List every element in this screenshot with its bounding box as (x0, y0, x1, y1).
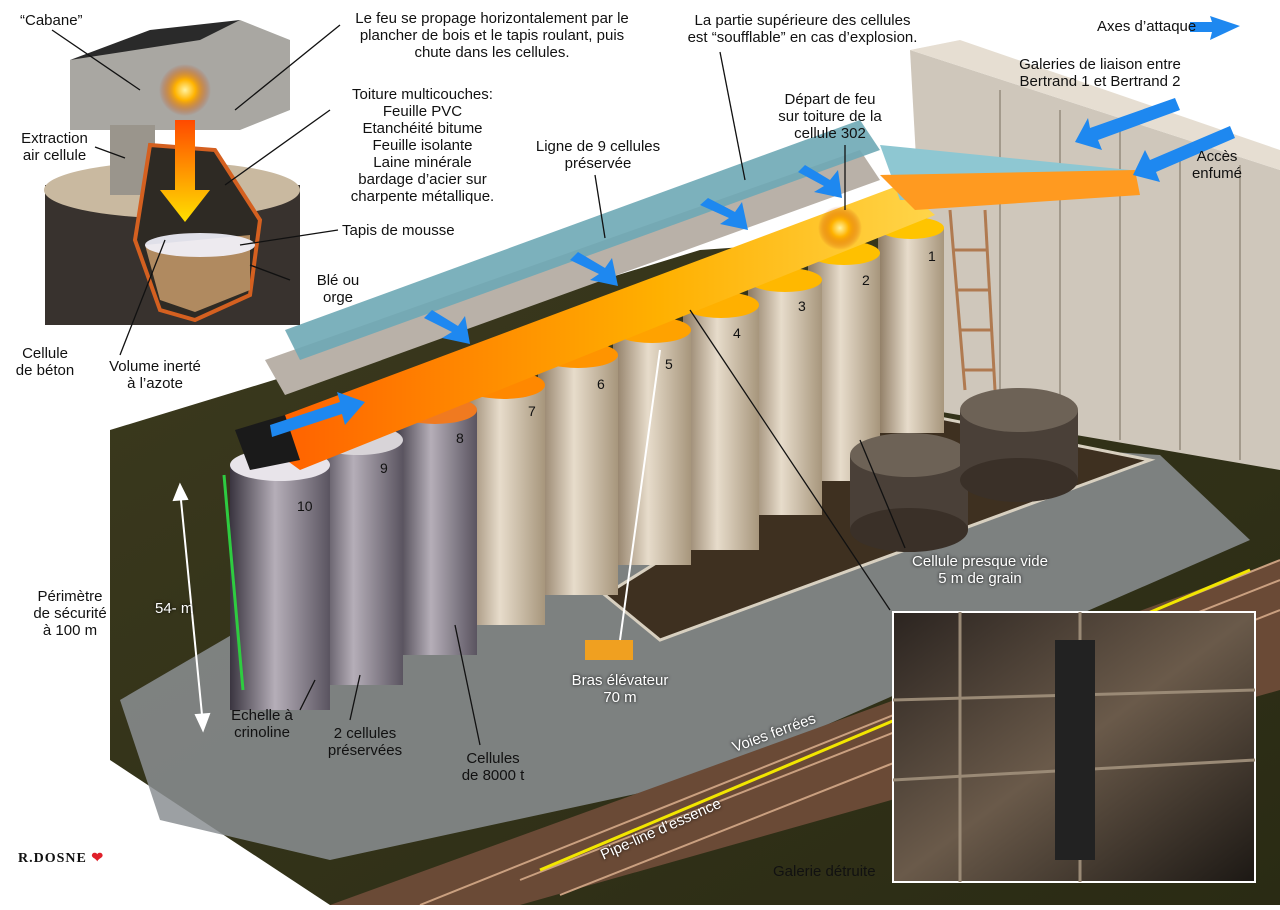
label-cabane: “Cabane” (20, 12, 83, 29)
label-axes-attack: Axes d’attaque (1097, 18, 1197, 35)
label-roof-layers: Toiture multicouches: Feuille PVC Etanch… (350, 86, 495, 205)
label-line-9: Ligne de 9 cellules préservée (535, 138, 661, 172)
label-grain: Blé ou orge (316, 272, 360, 306)
heart-icon: ❤ (91, 851, 105, 866)
cell-number-10: 10 (297, 498, 313, 514)
leader-lines (51, 24, 906, 746)
label-height: 54- m (155, 600, 194, 617)
label-galleries: Galeries de liaison entre Bertrand 1 et … (1019, 56, 1181, 90)
silo-5 (613, 317, 691, 565)
cell-number-8: 8 (456, 430, 464, 446)
link-gallery-lower (880, 170, 1140, 210)
cell-number-7: 7 (528, 403, 536, 419)
label-inert-volume: Volume inerté à l’azote (109, 358, 201, 392)
silo-6 (538, 342, 618, 595)
roof-fire (818, 206, 862, 250)
crinoline-ladder (222, 474, 245, 691)
cell-number-9: 9 (380, 460, 388, 476)
silo-8 (393, 396, 477, 655)
cutaway-inset (44, 20, 300, 325)
cell-number-4: 4 (733, 325, 741, 341)
destroyed-gallery-photo (892, 611, 1256, 883)
attack-arrows (270, 16, 1240, 437)
label-foam: Tapis de mousse (342, 222, 455, 239)
cell-number-3: 3 (798, 298, 806, 314)
cell-number-5: 5 (665, 356, 673, 372)
cell-number-2: 2 (862, 272, 870, 288)
cell-number-6: 6 (597, 376, 605, 392)
label-extraction: Extraction air cellule (21, 130, 88, 164)
storage-tanks (850, 388, 1078, 552)
lift-truck (585, 349, 661, 660)
label-destroyed-gallery: Galerie détruite (773, 863, 876, 880)
label-preserved-2: 2 cellules préservées (327, 725, 403, 759)
label-concrete-cell: Cellule de béton (15, 345, 75, 379)
label-depart-feu: Départ de feu sur toiture de la cellule … (778, 91, 882, 142)
cell-number-1: 1 (928, 248, 936, 264)
label-ladder: Echelle à crinoline (231, 707, 293, 741)
silo-1 (878, 217, 944, 433)
attack-arrow-legend (1190, 16, 1240, 40)
scaffold (948, 209, 997, 391)
height-arrow (172, 482, 211, 733)
label-cells-8000: Cellules de 8000 t (461, 750, 525, 784)
silo-10 (230, 449, 330, 710)
label-top-blowable: La partie supérieure des cellules est “s… (687, 12, 918, 46)
label-nearly-empty: Cellule presque vide 5 m de grain (912, 553, 1048, 587)
label-fire-spread: Le feu se propage horizontalement par le… (355, 10, 629, 61)
signature: R.DOSNE ❤ (18, 851, 105, 866)
silo-3 (748, 268, 822, 515)
silo-4 (683, 292, 759, 550)
burning-gallery (245, 185, 935, 470)
label-acces-enfume: Accès enfumé (1191, 148, 1243, 182)
label-perimeter: Périmètre de sécurité à 100 m (33, 588, 107, 639)
label-arm: Bras élévateur 70 m (571, 672, 669, 706)
